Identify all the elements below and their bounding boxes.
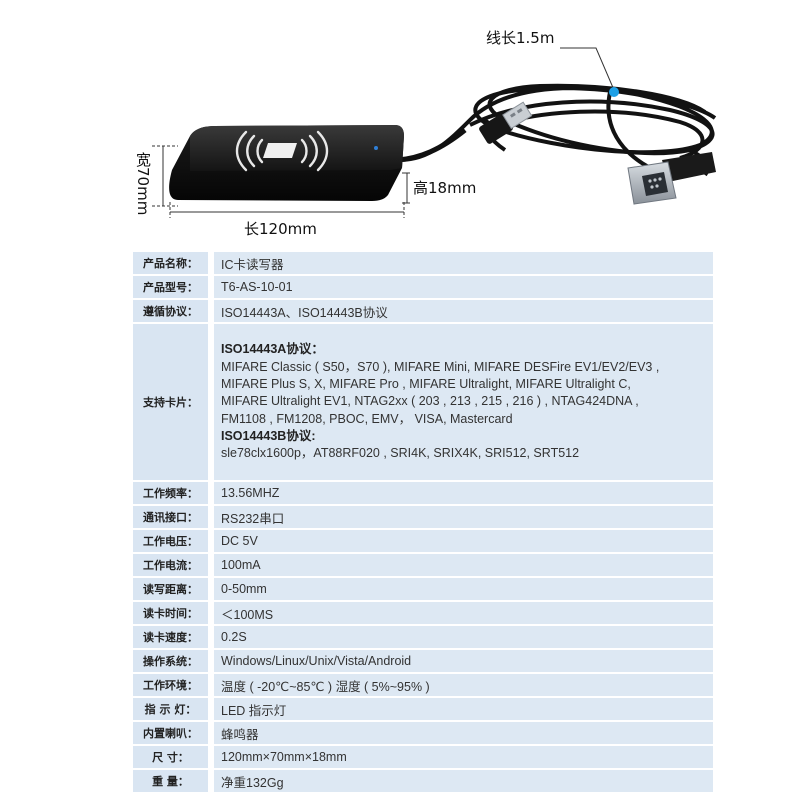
height-label: 高18mm [413,179,477,197]
spec-label: 产品型号： [133,276,208,298]
spec-value: RS232串口 [214,506,713,528]
spec-label: 重 量： [133,770,208,792]
card-line: MIFARE Plus S, X, MIFARE Pro , MIFARE Ul… [221,377,631,392]
card-line: MIFARE Classic ( S50，S70 ), MIFARE Mini,… [221,359,660,374]
spec-label: 内置喇叭： [133,722,208,744]
spec-value: 蜂鸣器 [214,722,713,744]
spec-value: T6-AS-10-01 [214,276,713,298]
spec-row: 工作电压： DC 5V [133,530,713,552]
spec-row: 产品型号： T6-AS-10-01 [133,276,713,298]
spec-row: 操作系统： Windows/Linux/Unix/Vista/Android [133,650,713,672]
card-line: sle78clx1600p，AT88RF020 , SRI4K, SRIX4K,… [221,446,580,461]
spec-label: 遵循协议： [133,300,208,322]
spec-row: 工作电流： 100mA [133,554,713,576]
spec-label: 工作频率： [133,482,208,504]
spec-row: 工作环境： 温度 ( -20℃~85℃ ) 湿度 ( 5%~95% ) [133,674,713,696]
cable-marker-icon [609,87,619,97]
spec-value: 净重132Gg [214,770,713,792]
spec-table: 产品名称： IC卡读写器 产品型号： T6-AS-10-01 遵循协议： ISO… [133,250,713,794]
spec-label: 支持卡片： [133,324,208,480]
spec-row: 内置喇叭： 蜂鸣器 [133,722,713,744]
spec-value: 0.2S [214,626,713,648]
spec-row: 读卡时间： ＜100MS [133,602,713,624]
iso14443a-header: ISO14443A协议： [221,342,324,357]
product-illustration: 线长1.5m 宽70mm 高18mm 长120mm [0,0,800,250]
spec-label: 操作系统： [133,650,208,672]
spec-label: 工作环境： [133,674,208,696]
spec-value-cards: ISO14443A协议： MIFARE Classic ( S50，S70 ),… [214,324,713,480]
spec-row: 读写距离： 0-50mm [133,578,713,600]
spec-row: 读卡速度： 0.2S [133,626,713,648]
spec-label: 通讯接口： [133,506,208,528]
spec-label: 读写距离： [133,578,208,600]
card-line: FM1108 , FM1208, PBOC, EMV， VISA, Master… [221,411,513,426]
cable-length-label: 线长1.5m [486,29,555,47]
spec-label: 读卡时间： [133,602,208,624]
spec-value: LED 指示灯 [214,698,713,720]
spec-row: 产品名称： IC卡读写器 [133,252,713,274]
spec-label: 工作电流： [133,554,208,576]
spec-value: ＜100MS [214,602,713,624]
spec-value: 120mm×70mm×18mm [214,746,713,768]
spec-label: 读卡速度： [133,626,208,648]
spec-value: 13.56MHZ [214,482,713,504]
card-reader-image [152,47,717,218]
spec-value: IC卡读写器 [214,252,713,274]
width-label: 宽70mm [134,152,152,216]
spec-label: 指 示 灯： [133,698,208,720]
spec-value: DC 5V [214,530,713,552]
spec-row: 尺 寸： 120mm×70mm×18mm [133,746,713,768]
spec-value: Windows/Linux/Unix/Vista/Android [214,650,713,672]
spec-value: ISO14443A、ISO14443B协议 [214,300,713,322]
spec-label: 产品名称： [133,252,208,274]
spec-value: 0-50mm [214,578,713,600]
spec-row: 通讯接口： RS232串口 [133,506,713,528]
spec-row: 重 量： 净重132Gg [133,770,713,792]
card-line: MIFARE Ultralight EV1, NTAG2xx ( 203 , 2… [221,394,639,409]
spec-row: 遵循协议： ISO14443A、ISO14443B协议 [133,300,713,322]
iso14443b-header: ISO14443B协议: [221,428,316,443]
spec-value: 100mA [214,554,713,576]
spec-value: 温度 ( -20℃~85℃ ) 湿度 ( 5%~95% ) [214,674,713,696]
spec-label: 工作电压： [133,530,208,552]
length-label: 长120mm [244,220,317,238]
spec-row: 指 示 灯： LED 指示灯 [133,698,713,720]
spec-row: 工作频率： 13.56MHZ [133,482,713,504]
spec-row-supported-cards: 支持卡片： ISO14443A协议： MIFARE Classic ( S50，… [133,324,713,480]
spec-label: 尺 寸： [133,746,208,768]
